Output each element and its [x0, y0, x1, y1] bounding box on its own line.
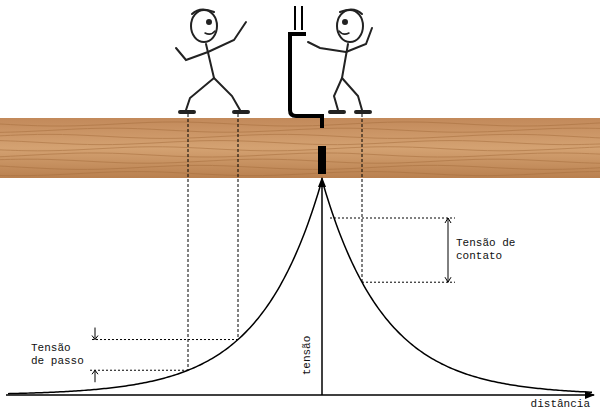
touch-voltage-label: Tensão de contato: [456, 237, 522, 263]
distance-axis: [6, 394, 594, 396]
wood-grain: [0, 122, 600, 176]
voltage-axis-label: tensão: [301, 335, 314, 375]
guide-lines: [90, 114, 455, 382]
potential-curve: [8, 180, 592, 394]
distance-axis-label: distância: [531, 398, 590, 411]
person-left: [176, 9, 248, 112]
voltage-axis: [321, 178, 323, 395]
ground-rod: [318, 146, 326, 174]
ground-band: [0, 118, 600, 178]
person-right: [308, 9, 372, 112]
step-voltage-label: Tensão de passo: [31, 342, 87, 368]
equipment: [288, 6, 322, 128]
